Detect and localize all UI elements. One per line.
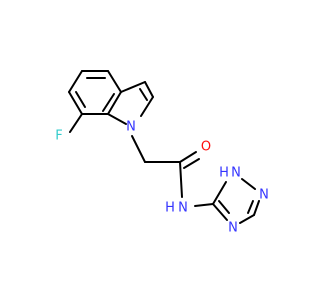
bond: [183, 158, 200, 169]
bond: [239, 214, 255, 224]
triazole-n1-label: N: [231, 166, 241, 181]
bond: [253, 200, 260, 216]
bond: [144, 81, 154, 98]
amide-nitrogen-label: N: [178, 201, 188, 216]
bond: [212, 203, 228, 221]
triazole-n2-label: N: [259, 188, 269, 203]
atom-labels: F N O H N H N N N: [55, 120, 269, 236]
bond: [179, 161, 183, 198]
indole-nitrogen-label: N: [126, 120, 136, 135]
triazole-n1-hydrogen-label: H: [219, 166, 229, 181]
bond: [139, 88, 148, 101]
bond: [241, 178, 256, 190]
bond: [131, 135, 146, 163]
bond: [107, 91, 122, 115]
bond: [68, 91, 83, 115]
bond: [69, 113, 83, 133]
bond: [179, 151, 197, 163]
bond: [107, 70, 122, 93]
bond: [107, 113, 127, 125]
bond: [102, 93, 115, 112]
bond: [140, 96, 154, 117]
bonds: [68, 70, 260, 224]
triazole-n4-label: N: [228, 221, 238, 236]
bond: [212, 181, 227, 205]
bond: [194, 203, 214, 207]
bond: [68, 70, 83, 93]
carbonyl-oxygen-label: O: [201, 140, 211, 155]
fluorine-atom-label: F: [55, 129, 62, 144]
bond: [218, 200, 230, 214]
molecule-structure: F N O H N H N N N: [55, 70, 269, 236]
bond: [247, 200, 254, 214]
bond: [120, 81, 146, 93]
bond: [75, 91, 86, 108]
amide-hydrogen-label: H: [165, 201, 175, 216]
